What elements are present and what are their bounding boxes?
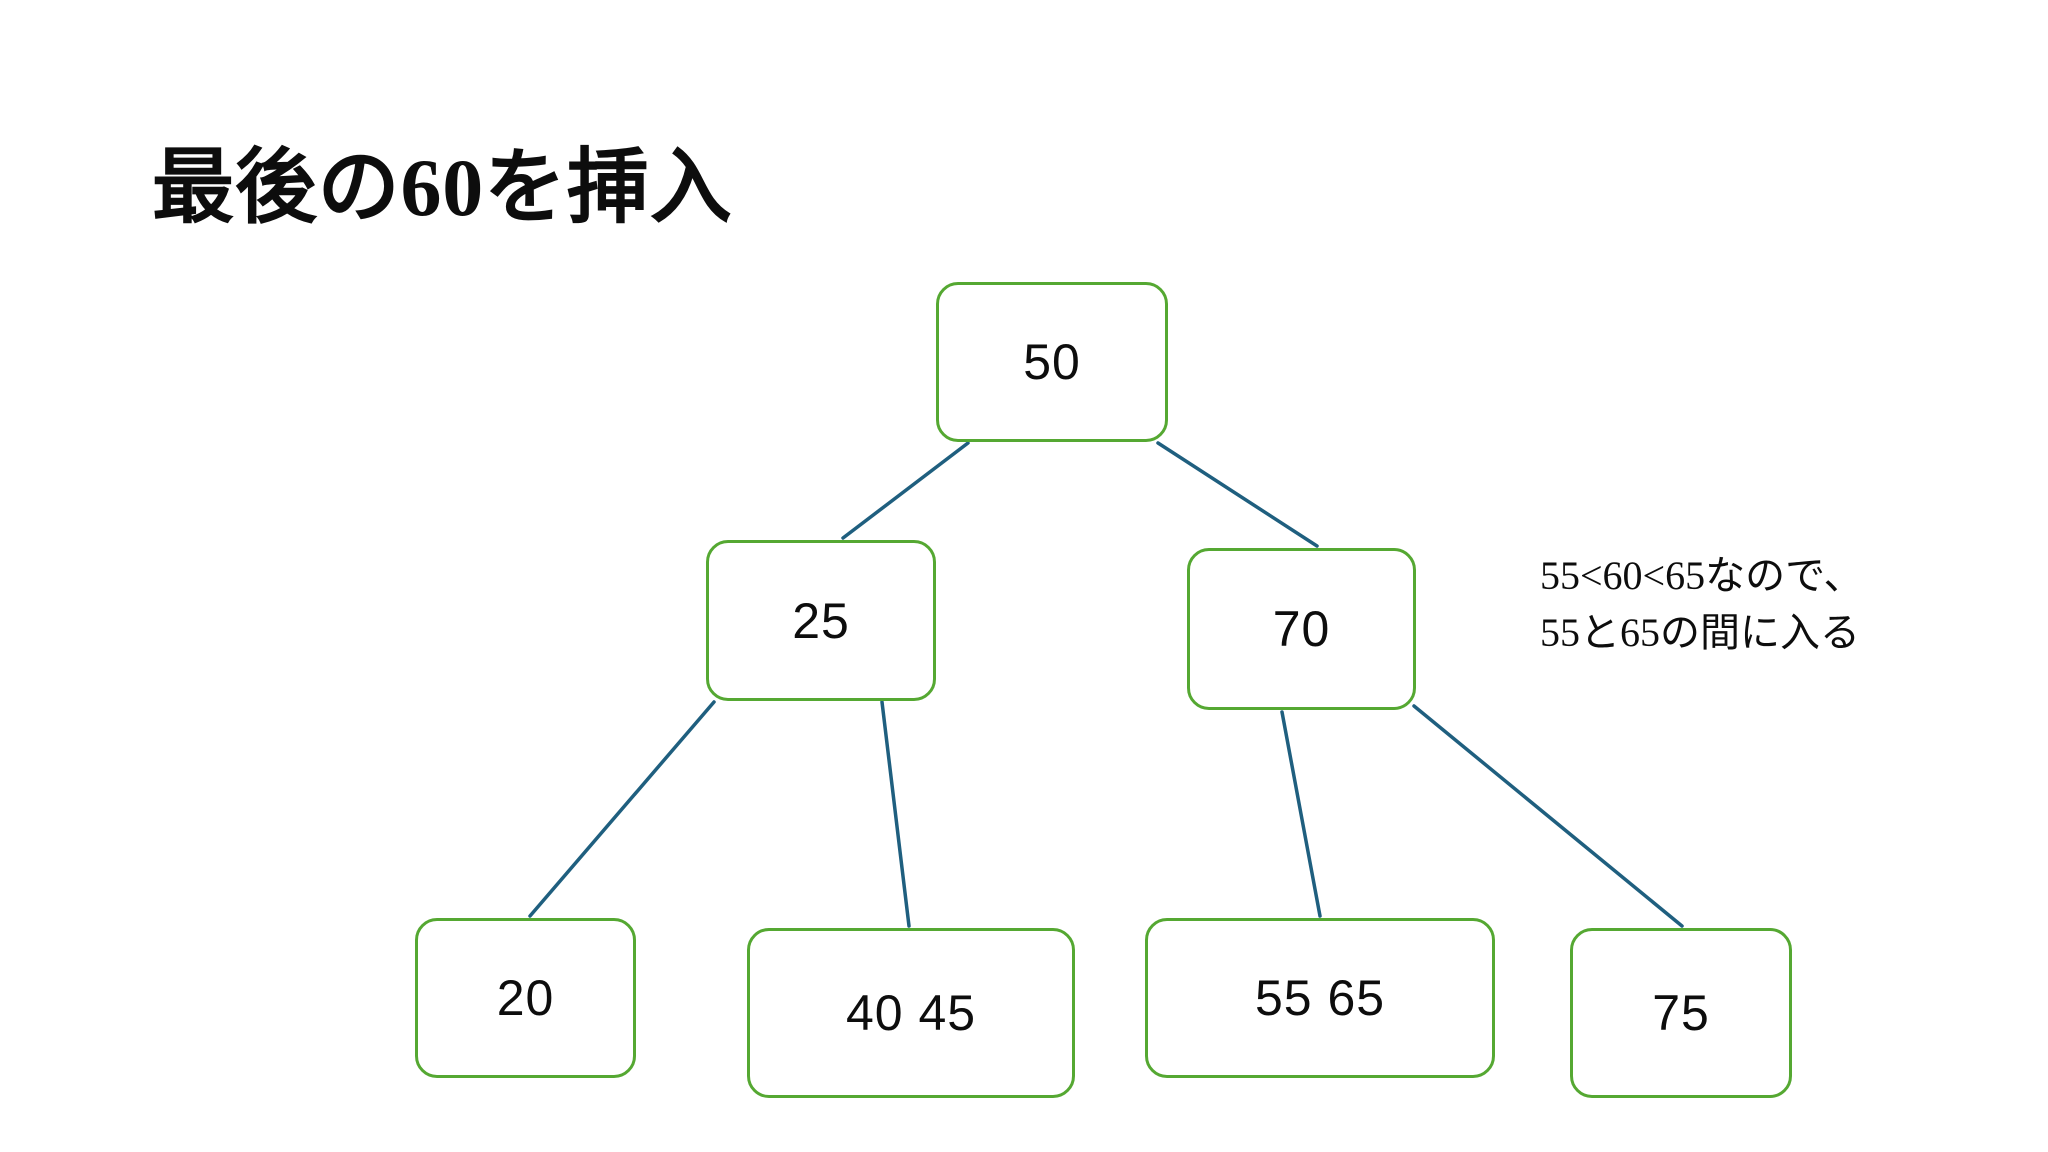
tree-node-label: 75 [1652, 985, 1710, 1041]
tree-edge [1280, 710, 1322, 918]
tree-node[interactable]: 40 45 [747, 928, 1075, 1098]
tree-node[interactable]: 25 [706, 540, 936, 701]
tree-node-label: 40 45 [845, 985, 977, 1041]
tree-node[interactable]: 20 [415, 918, 636, 1078]
tree-node-label: 50 [1023, 334, 1081, 390]
tree-edge [528, 700, 716, 918]
annotation-line-1: 55<60<65なので、 [1540, 553, 1864, 598]
tree-node-label: 70 [1272, 601, 1331, 657]
tree-node-label: 25 [792, 592, 850, 649]
annotation-note: 55<60<65なので、 55と65の間に入る [1540, 548, 1864, 662]
tree-edge [880, 700, 911, 928]
tree-node[interactable]: 55 65 [1145, 918, 1495, 1078]
tree-edge [1412, 704, 1684, 928]
tree-node[interactable]: 75 [1570, 928, 1792, 1098]
tree-edge [1156, 441, 1319, 548]
page-title: 最後の60を挿入 [152, 141, 733, 233]
tree-node[interactable]: 50 [936, 282, 1168, 442]
tree-node[interactable]: 70 [1187, 548, 1416, 710]
tree-edge [841, 441, 970, 540]
annotation-line-2: 55と65の間に入る [1540, 609, 1860, 655]
tree-node-label: 55 65 [1254, 970, 1386, 1026]
tree-node-label: 20 [496, 970, 555, 1026]
